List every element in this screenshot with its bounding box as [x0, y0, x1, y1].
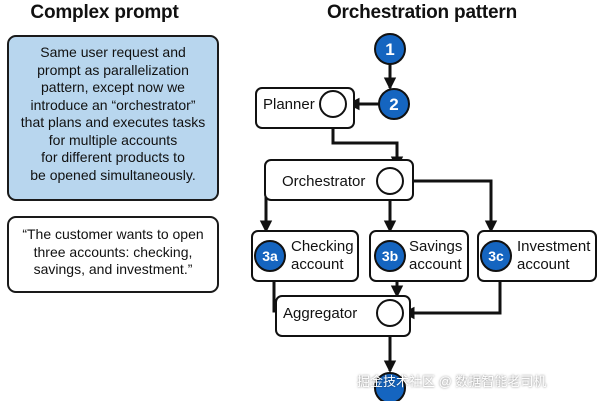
quote-line: savings, and investment.” — [33, 261, 193, 277]
investment-label-line1: Investment — [517, 238, 591, 255]
step-3a-badge-label: 3a — [262, 248, 278, 264]
planner-node-circle — [319, 90, 347, 118]
description-line: for multiple accounts — [48, 131, 178, 148]
orchestrator-box — [264, 159, 414, 201]
description-line: pattern, except now we — [41, 79, 185, 95]
step-3b-badge — [374, 240, 406, 272]
watermark: 掘金技术社区 @ 数据智能老司机 — [357, 374, 547, 389]
description-line: introduce an “orchestrator” — [30, 96, 196, 113]
arrow-orchestrator-to-investment — [403, 179, 498, 233]
step-3c-badge-label: 3c — [488, 248, 504, 264]
description-line: that plans and executes tasks — [20, 114, 206, 130]
checking-label-line1: Checking — [291, 238, 354, 255]
step-3c-badge — [480, 240, 512, 272]
customer-quote-panel: “The customer wants to open three accoun… — [7, 216, 219, 293]
savings-label-line2: account — [409, 256, 462, 273]
checking-label-line2: account — [291, 256, 344, 273]
aggregator-label: Aggregator — [283, 305, 357, 322]
aggregator-box — [275, 295, 411, 337]
complex-prompt-heading: Complex prompt — [30, 2, 179, 23]
step-2-badge-label: 2 — [389, 95, 398, 114]
step-2-badge — [378, 88, 410, 120]
arrow-investment-to-aggregator — [402, 281, 502, 320]
step-output-badge — [374, 372, 406, 401]
investment-account-box — [477, 230, 597, 282]
description-line: prompt as parallelization — [37, 61, 189, 78]
quote-line: three accounts: checking, — [33, 243, 193, 260]
orchestrator-node-circle — [376, 167, 404, 195]
step-1-badge — [374, 33, 406, 65]
description-line: be opened simultaneously. — [30, 166, 196, 183]
step-3b-badge-label: 3b — [382, 248, 398, 264]
savings-label-line1: Savings — [409, 238, 462, 255]
description-line: Same user request and — [40, 44, 186, 60]
step-3a-badge — [254, 240, 286, 272]
investment-label-line2: account — [517, 256, 570, 273]
planner-label: Planner — [263, 96, 315, 113]
arrow-planner-to-orchestrator — [331, 118, 404, 169]
description-line: for different products to — [41, 149, 185, 165]
orchestrator-label: Orchestrator — [282, 173, 365, 190]
aggregator-node-circle — [376, 299, 404, 327]
orchestration-pattern-heading: Orchestration pattern — [326, 2, 518, 23]
description-panel: Same user request and prompt as parallel… — [7, 35, 219, 201]
quote-line: “The customer wants to open — [22, 226, 204, 242]
step-1-badge-label: 1 — [385, 40, 394, 59]
